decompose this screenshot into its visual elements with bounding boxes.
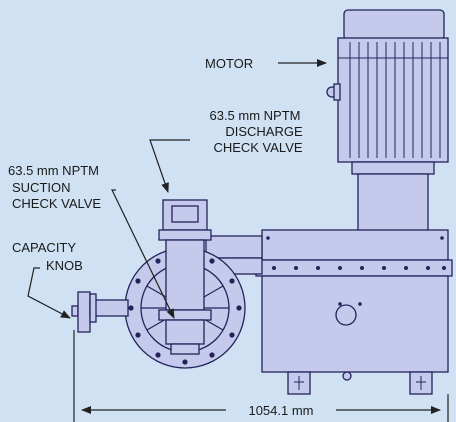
gearbox-drain	[342, 371, 352, 381]
motor-body	[337, 37, 449, 163]
arm-upper	[205, 235, 263, 259]
gearbox-details	[294, 376, 426, 390]
knob-collar	[89, 293, 97, 323]
gearbox-plug	[335, 304, 357, 326]
connecting-arm	[205, 235, 263, 275]
discharge-leader	[149, 139, 190, 193]
suction-valve-body	[165, 319, 205, 345]
suction-label-line2: SUCTION	[12, 180, 71, 195]
suction-leader	[111, 189, 175, 319]
knob-cap	[71, 305, 79, 317]
discharge-valve-top	[162, 199, 208, 231]
suction-valve-bottom	[170, 343, 200, 355]
motor-fins	[338, 42, 448, 158]
dimension-label: 1054.1 mm	[248, 403, 313, 418]
discharge-label-line2: DISCHARGE	[225, 124, 303, 139]
discharge-label-line3: CHECK VALVE	[213, 140, 302, 155]
leader-lines	[27, 59, 449, 422]
capacity-knob	[71, 291, 129, 333]
discharge-valve-flange	[158, 229, 212, 241]
valve-body	[165, 239, 205, 311]
gearbox-bolts	[266, 236, 446, 306]
knob-dial	[77, 291, 91, 333]
gearbox-band	[255, 259, 453, 277]
valve-top-detail	[171, 205, 199, 223]
motor-top-cap	[343, 9, 445, 41]
suction-label-line1: 63.5 mm NPTM	[8, 163, 99, 178]
gearbox-upper	[261, 229, 449, 261]
capacity-label-line1: CAPACITY	[12, 240, 76, 255]
gearbox-lower	[261, 275, 449, 373]
capacity-leader	[27, 267, 71, 319]
gearbox	[255, 229, 453, 395]
suction-label-line3: CHECK VALVE	[12, 196, 101, 211]
eye-mount	[333, 83, 341, 101]
motor-adapter	[357, 173, 429, 233]
motor	[326, 9, 449, 233]
motor-flange	[351, 161, 435, 175]
valve-stack	[158, 199, 212, 355]
motor-label: MOTOR	[205, 56, 253, 71]
capacity-label-line2: KNOB	[46, 258, 83, 273]
discharge-label-line1: 63.5 mm NPTM	[209, 108, 300, 123]
suction-valve-flange	[158, 309, 212, 321]
